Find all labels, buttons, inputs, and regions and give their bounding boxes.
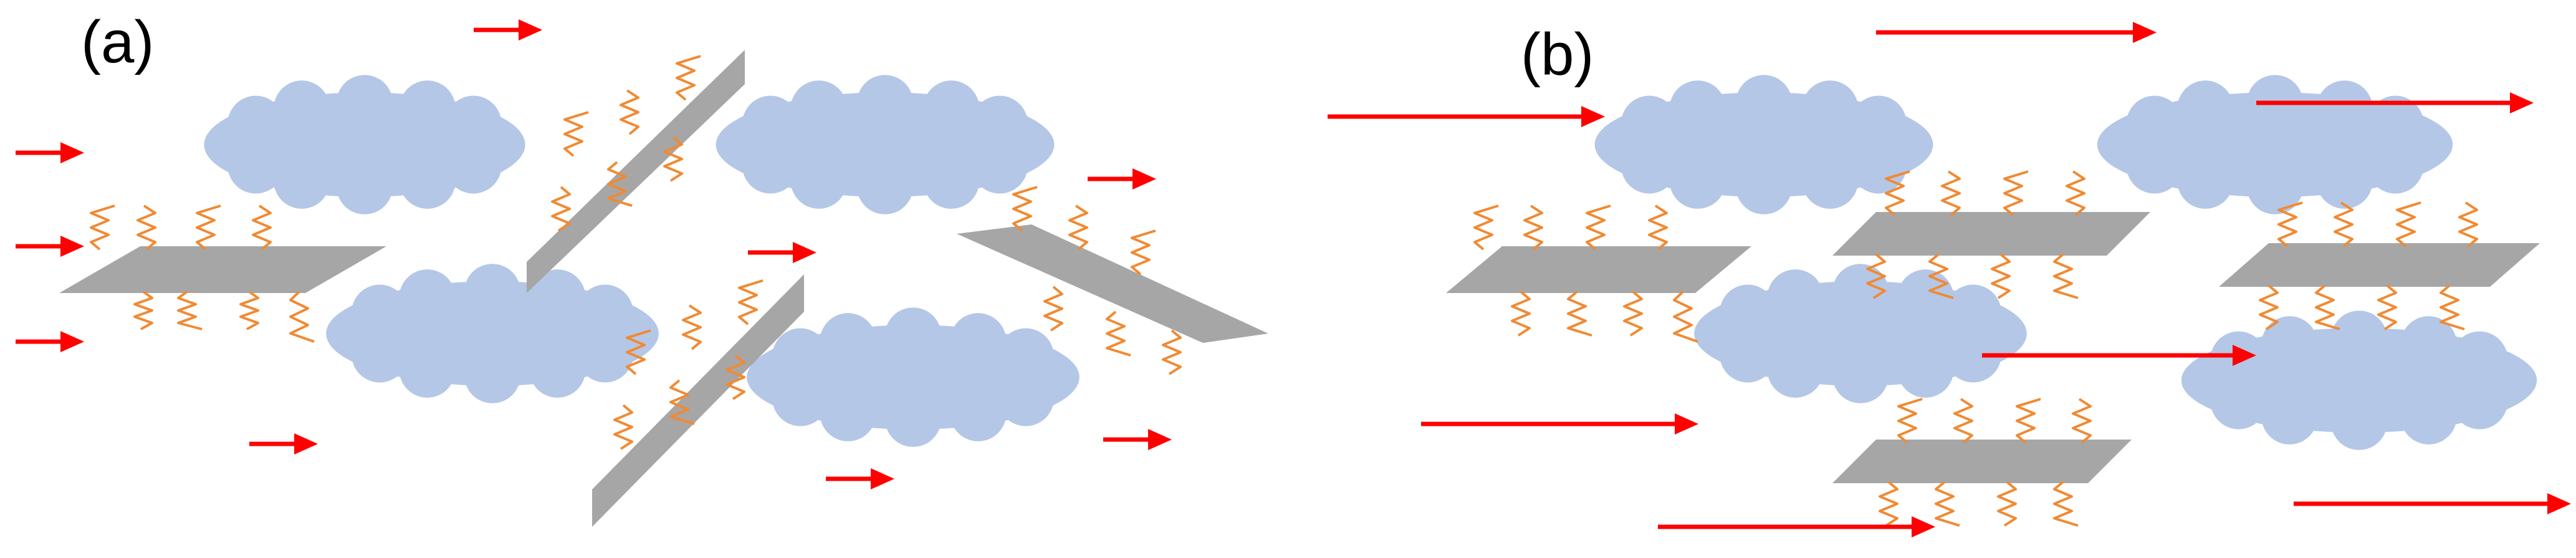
flow-arrow-a7	[249, 433, 318, 455]
flow-arrow-a3	[16, 331, 84, 352]
flow-arrow-a1	[16, 142, 84, 163]
flow-arrow-b1	[1328, 106, 1605, 127]
cloud-b3	[1694, 264, 2027, 403]
cloud-a4	[747, 307, 1080, 447]
cloud-b2	[2097, 75, 2453, 214]
sheet-b3	[2219, 203, 2540, 329]
flow-arrow-a8	[826, 468, 894, 489]
panel-b-label: (b)	[1521, 21, 1594, 88]
sheet-b4	[1832, 399, 2132, 526]
flow-arrow-a2	[16, 236, 84, 257]
cloud-a2	[716, 75, 1055, 214]
flow-arrow-b2	[1876, 22, 2157, 43]
cloud-a1	[204, 75, 525, 214]
flow-arrow-a9	[1103, 429, 1172, 450]
flow-arrow-b5	[1421, 413, 1698, 435]
cloud-b1	[1595, 75, 1933, 214]
flow-arrow-b7	[2294, 493, 2571, 514]
flow-arrow-a4	[474, 19, 542, 41]
cloud-a3	[326, 264, 659, 403]
sheet-a2	[527, 50, 745, 293]
cloud-b4	[2181, 310, 2537, 450]
flow-arrow-a6	[748, 242, 816, 263]
flow-arrow-a5	[1088, 168, 1156, 190]
panel-a-label: (a)	[81, 9, 154, 75]
